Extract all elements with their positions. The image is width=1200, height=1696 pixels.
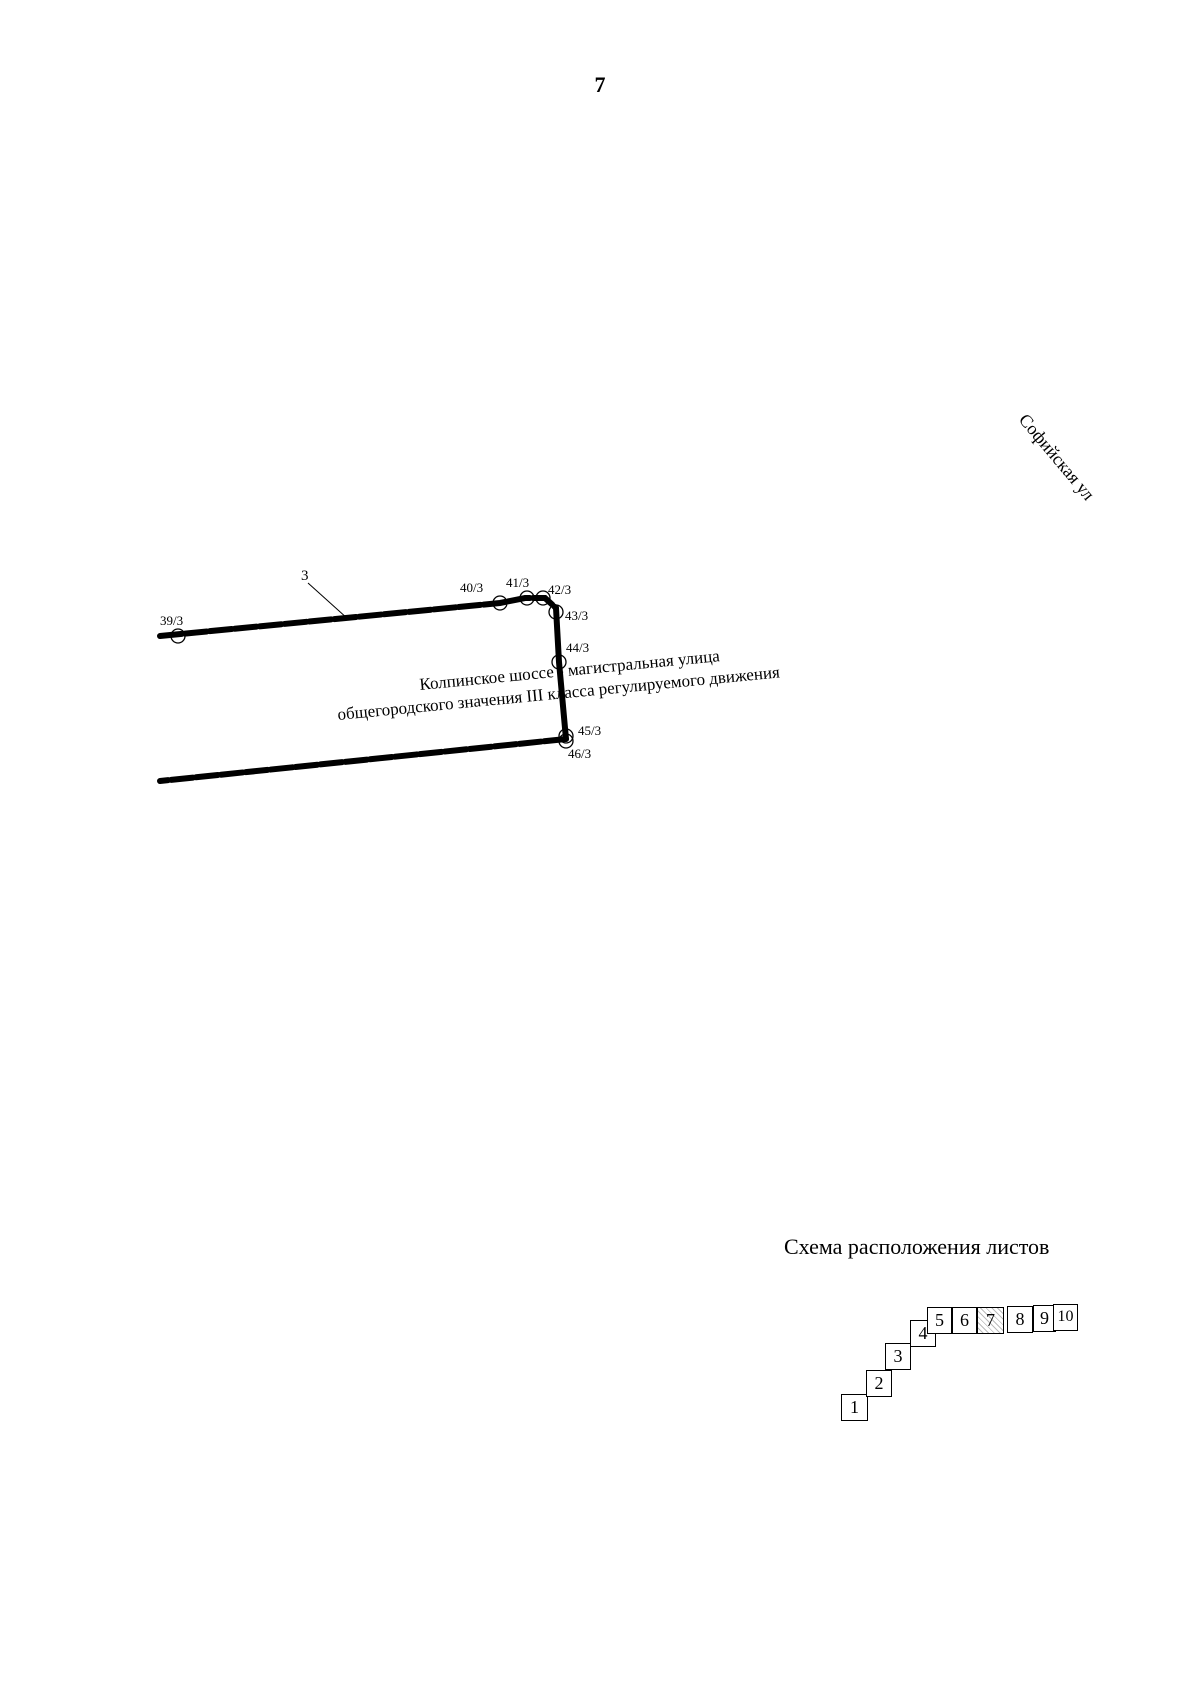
point-marker-42 bbox=[535, 590, 551, 606]
point-marker-44 bbox=[551, 654, 567, 670]
line-number-leader bbox=[307, 582, 349, 620]
point-marker-43 bbox=[548, 604, 564, 620]
point-marker-45 bbox=[558, 728, 574, 744]
label-point-43: 43/3 bbox=[565, 608, 588, 623]
label-point-44: 44/3 bbox=[566, 640, 589, 655]
point-markers bbox=[170, 590, 574, 749]
label-point-45: 45/3 bbox=[578, 723, 601, 738]
boundary-line-upper bbox=[157, 595, 559, 639]
label-line-number: 3 bbox=[301, 568, 309, 584]
point-marker-40 bbox=[492, 595, 508, 611]
street-labels: Колпинское шоссе - магистральная улица о… bbox=[337, 410, 1099, 724]
boundary-line-vertical bbox=[553, 605, 569, 742]
boundary-line-lower bbox=[157, 736, 569, 784]
sheet-box-7: 7 bbox=[977, 1307, 1004, 1334]
sheet-box-6: 6 bbox=[952, 1307, 977, 1334]
label-point-41: 41/3 bbox=[506, 575, 529, 590]
point-marker-39 bbox=[170, 628, 186, 644]
sheet-box-5: 5 bbox=[927, 1307, 952, 1334]
sheet-scheme-title: Схема расположения листов bbox=[784, 1234, 1050, 1259]
sheet-box-8: 8 bbox=[1007, 1306, 1033, 1333]
sheet-box-1: 1 bbox=[841, 1394, 868, 1421]
label-point-39: 39/3 bbox=[160, 613, 183, 628]
label-point-42: 42/3 bbox=[548, 582, 571, 597]
sheet-box-3: 3 bbox=[885, 1343, 911, 1370]
label-point-40: 40/3 bbox=[460, 580, 483, 595]
street-label-sofiyskaya: Софийская ул bbox=[1015, 410, 1099, 504]
point-marker-46 bbox=[558, 733, 574, 749]
page-number: 7 bbox=[594, 72, 606, 97]
point-marker-41 bbox=[519, 590, 535, 606]
sheet-box-10: 10 bbox=[1053, 1304, 1078, 1331]
point-labels: 3 39/3 40/3 41/3 42/3 43/3 44/3 45/3 46/… bbox=[160, 568, 601, 761]
sheet-box-2: 2 bbox=[866, 1370, 892, 1397]
label-point-46: 46/3 bbox=[568, 746, 591, 761]
